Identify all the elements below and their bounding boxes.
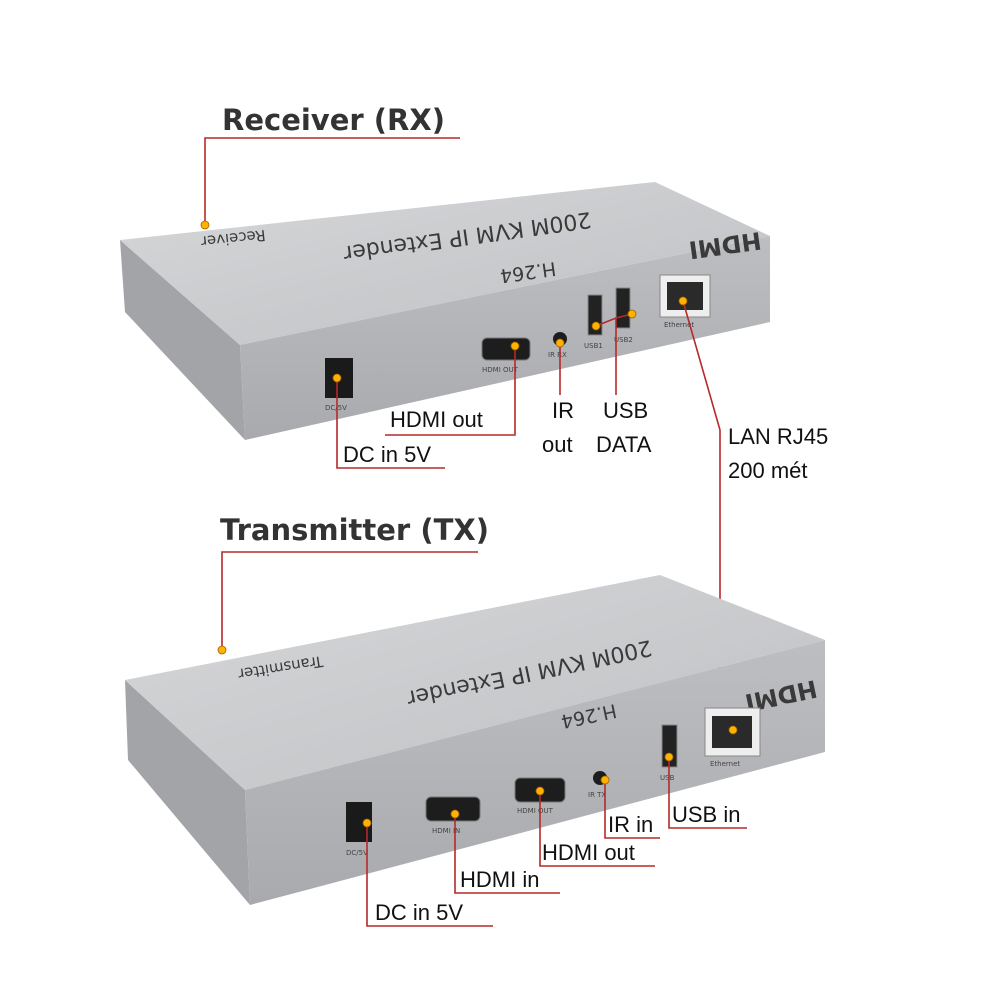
transmitter-title-leader xyxy=(221,551,478,650)
receiver-print-ethernet: Ethernet xyxy=(664,321,694,329)
receiver-print-hdmi-out: HDMI OUT xyxy=(482,366,519,374)
transmitter-left-side xyxy=(125,680,250,905)
transmitter-dc-dot xyxy=(362,818,372,828)
lan-label-2: 200 mét xyxy=(728,458,808,483)
transmitter-title-dot xyxy=(217,645,227,655)
transmitter-print-hdmi-in: HDMI IN xyxy=(432,827,460,835)
transmitter-hdmi-in-leader xyxy=(454,814,560,894)
transmitter-title: Transmitter (TX) xyxy=(220,513,489,547)
transmitter-usb-leader xyxy=(668,757,747,829)
transmitter-ir-leader xyxy=(604,780,660,839)
receiver-dc-label: DC in 5V xyxy=(343,442,431,467)
transmitter-front-face xyxy=(245,640,825,905)
receiver-print-dc: DC/5V xyxy=(325,404,347,412)
receiver-ir-label-1: IR xyxy=(552,398,574,423)
transmitter-print-ethernet: Ethernet xyxy=(710,760,740,768)
receiver-dc-leader xyxy=(336,378,445,469)
receiver-hdmi-out-label: HDMI out xyxy=(390,407,483,432)
transmitter-ir-in-label: IR in xyxy=(608,812,653,837)
transmitter-device: Transmitter 200M KVM IP Extender H.264 H… xyxy=(125,575,825,905)
transmitter-hdmi-in-label: HDMI in xyxy=(460,867,539,892)
transmitter-print-usb: USB xyxy=(660,774,675,782)
transmitter-ir-dot xyxy=(600,775,610,785)
receiver-print-usb1: USB1 xyxy=(584,342,603,350)
receiver-hdmi-dot xyxy=(510,341,520,351)
transmitter-hdmi-out-label: HDMI out xyxy=(542,840,635,865)
transmitter-usb-dot xyxy=(664,752,674,762)
receiver-usb2-port xyxy=(615,287,631,329)
receiver-ir-label-2: out xyxy=(542,432,573,457)
transmitter-usb-in-label: USB in xyxy=(672,802,740,827)
receiver-dc-dot xyxy=(332,373,342,383)
receiver-title-dot xyxy=(200,220,210,230)
receiver-usb2-dot xyxy=(627,309,637,319)
receiver-title: Receiver (RX) xyxy=(222,103,445,137)
receiver-hdmi-leader xyxy=(385,346,516,436)
transmitter-hdmi-in-dot xyxy=(450,809,460,819)
receiver-usb1-dot xyxy=(591,321,601,331)
transmitter-dc-label: DC in 5V xyxy=(375,900,463,925)
transmitter-print-ir: IR TX xyxy=(588,791,606,799)
receiver-top-face xyxy=(120,182,770,345)
transmitter-hdmi-in-port xyxy=(425,796,481,822)
receiver-device: Receiver 200M KVM IP Extender H.264 HDMI… xyxy=(120,182,770,440)
receiver-usb-label-2: DATA xyxy=(596,432,652,457)
transmitter-top-face xyxy=(125,575,825,790)
receiver-ir-dot xyxy=(555,338,565,348)
receiver-print-usb2: USB2 xyxy=(614,336,633,344)
transmitter-hdmi-out-leader xyxy=(539,791,655,867)
lan-tx-dot xyxy=(728,725,738,735)
receiver-title-leader xyxy=(204,137,460,225)
transmitter-print-hdmi-out: HDMI OUT xyxy=(517,807,554,815)
receiver-hdmi-out-port xyxy=(481,337,531,361)
lan-rx-dot xyxy=(678,296,688,306)
transmitter-print-dc: DC/5V xyxy=(346,849,368,857)
receiver-left-side xyxy=(120,240,245,440)
receiver-usb-label-1: USB xyxy=(603,398,648,423)
transmitter-hdmi-out-dot xyxy=(535,786,545,796)
receiver-print-ir: IR RX xyxy=(548,351,567,359)
lan-label-1: LAN RJ45 xyxy=(728,424,828,449)
transmitter-dc-leader xyxy=(366,823,493,927)
